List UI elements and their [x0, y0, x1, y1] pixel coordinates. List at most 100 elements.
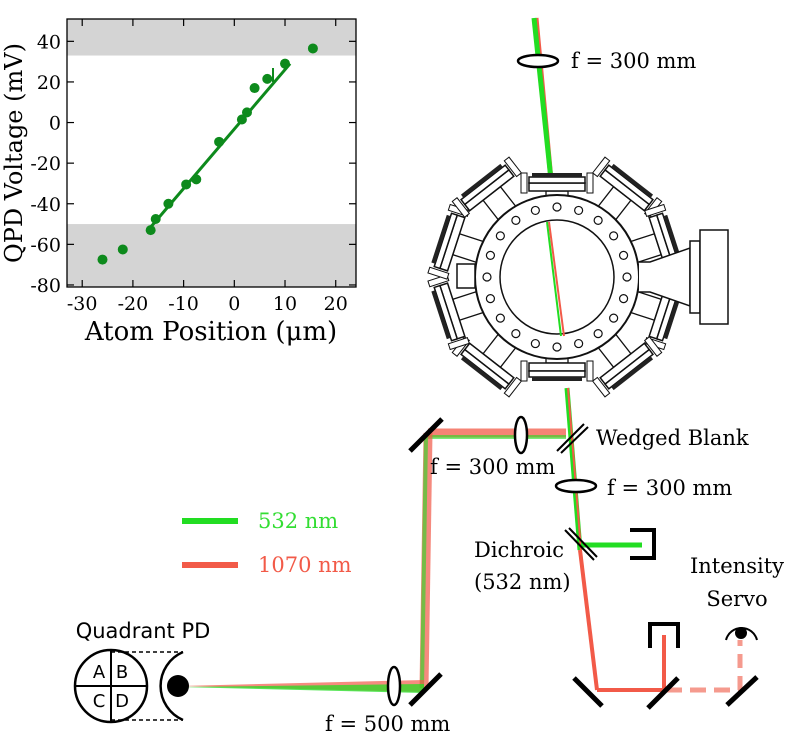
- y-tick-label: 0: [49, 113, 61, 135]
- y-tick-label: -80: [30, 275, 61, 297]
- servo-photodiode-icon: [735, 627, 747, 639]
- data-point: [262, 73, 273, 84]
- data-point: [236, 114, 247, 125]
- data-point: [191, 174, 202, 185]
- dichroic-mirror-2: [568, 527, 598, 558]
- x-tick-label: -20: [118, 293, 149, 315]
- quadrant-pd-sensor-icon: [167, 675, 189, 697]
- shaded-band: [67, 19, 356, 56]
- bolt-hole: [485, 294, 496, 304]
- x-tick-label: -10: [168, 293, 199, 315]
- bolt-hole: [530, 338, 540, 349]
- label-wedged-blank: Wedged Blank: [596, 426, 749, 450]
- quad-label-b: B: [116, 662, 128, 683]
- data-point: [241, 107, 252, 118]
- lens-mid-right: [554, 478, 598, 494]
- quad-label-a: A: [93, 662, 106, 683]
- x-tick-label: 20: [324, 293, 348, 315]
- chamber-port: [591, 330, 663, 398]
- wedged-blank-2: [560, 426, 589, 454]
- lens-bottom: [386, 665, 402, 707]
- mirror-bottom-3: [725, 675, 759, 707]
- label-lens-mid-right: f = 300 mm: [607, 476, 732, 500]
- bolt-hole: [552, 342, 562, 352]
- data-point: [145, 225, 156, 236]
- bolt-hole: [618, 294, 629, 304]
- annotations: f = 300 mm Wedged Blank f = 300 mm f = 3…: [325, 49, 784, 735]
- quadrant-pd-housing: [159, 650, 184, 722]
- left-port: [456, 263, 476, 289]
- wedged-blank: [556, 423, 585, 452]
- lens-top: [516, 53, 560, 69]
- optics: [386, 53, 759, 710]
- bolt-hole: [511, 215, 521, 225]
- bolt-hole: [593, 329, 603, 339]
- label-intensity-1: Intensity: [690, 554, 784, 578]
- mirror-top-left: [408, 417, 444, 453]
- bolt-hole: [618, 250, 629, 260]
- y-tick-label: -40: [30, 194, 61, 216]
- data-points: [97, 43, 318, 265]
- label-intensity-2: Servo: [706, 587, 767, 611]
- bolt-hole: [511, 329, 521, 339]
- label-dichroic-2: (532 nm): [474, 570, 571, 594]
- data-point: [163, 198, 174, 209]
- data-point: [150, 213, 161, 224]
- green-beam-top: [531, 17, 554, 181]
- red-beam-in-chamber: [548, 221, 565, 337]
- bolt-hole: [495, 231, 505, 241]
- right-port-flange: [689, 240, 701, 314]
- green-beam-in-chamber: [546, 221, 562, 337]
- shaded-band: [67, 224, 356, 287]
- bolt-hole: [609, 313, 619, 323]
- y-tick-label: -60: [30, 234, 61, 256]
- servo-photodiode-arc: [725, 627, 758, 641]
- mirror-bottom-1: [572, 676, 604, 708]
- label-dichroic-1: Dichroic: [474, 538, 564, 562]
- vacuum-chamber: [427, 156, 729, 398]
- bolt-hole: [482, 272, 492, 282]
- green-beam-dump-icon: [630, 528, 656, 560]
- data-point: [97, 254, 108, 265]
- legend-label-1070: 1070 nm: [258, 553, 352, 577]
- plot-frame: [66, 18, 357, 288]
- bolt-hole: [574, 205, 584, 216]
- bolt-hole: [552, 202, 562, 212]
- label-lens-bottom: f = 500 mm: [325, 712, 450, 735]
- bolt-hole: [574, 338, 584, 349]
- y-tick-label: 40: [37, 31, 61, 53]
- bolt-hole: [622, 272, 632, 282]
- diag-beam-bottom-green: [180, 684, 424, 693]
- y-axis-label: QPD Voltage (mV): [0, 43, 28, 263]
- lens-mid-left: [513, 415, 529, 455]
- x-axis-label: Atom Position (μm): [84, 317, 337, 347]
- red-beam-lower: [567, 387, 582, 551]
- data-point: [307, 43, 318, 54]
- shaded-bands: [67, 19, 356, 287]
- chamber-port: [451, 330, 523, 398]
- bolt-hole: [609, 231, 619, 241]
- chamber-bolts: [482, 202, 632, 352]
- diag-beam-vertical-green: [420, 436, 428, 689]
- bolt-hole: [495, 313, 505, 323]
- data-point: [214, 136, 225, 147]
- bolt-hole: [530, 205, 540, 216]
- label-lens-mid-left: f = 300 mm: [430, 455, 555, 479]
- bolt-hole: [485, 250, 496, 260]
- quadrant-pd: A B C D Quadrant PD: [73, 619, 211, 724]
- mirror-bottom-left: [408, 672, 443, 707]
- x-tick-label: 0: [228, 293, 240, 315]
- quad-label-c: C: [93, 691, 106, 712]
- chamber-port: [427, 203, 488, 280]
- y-tick-label: 20: [37, 72, 61, 94]
- right-port-cap: [699, 229, 729, 325]
- mirror-bottom-2: [646, 676, 680, 710]
- legend: 532 nm 1070 nm: [182, 509, 352, 577]
- y-tick-label: -20: [30, 153, 61, 175]
- quadrant-pd-title: Quadrant PD: [76, 619, 211, 643]
- dichroic-mirror: [564, 529, 595, 561]
- bolt-hole: [593, 215, 603, 225]
- beam-paths: [180, 17, 743, 693]
